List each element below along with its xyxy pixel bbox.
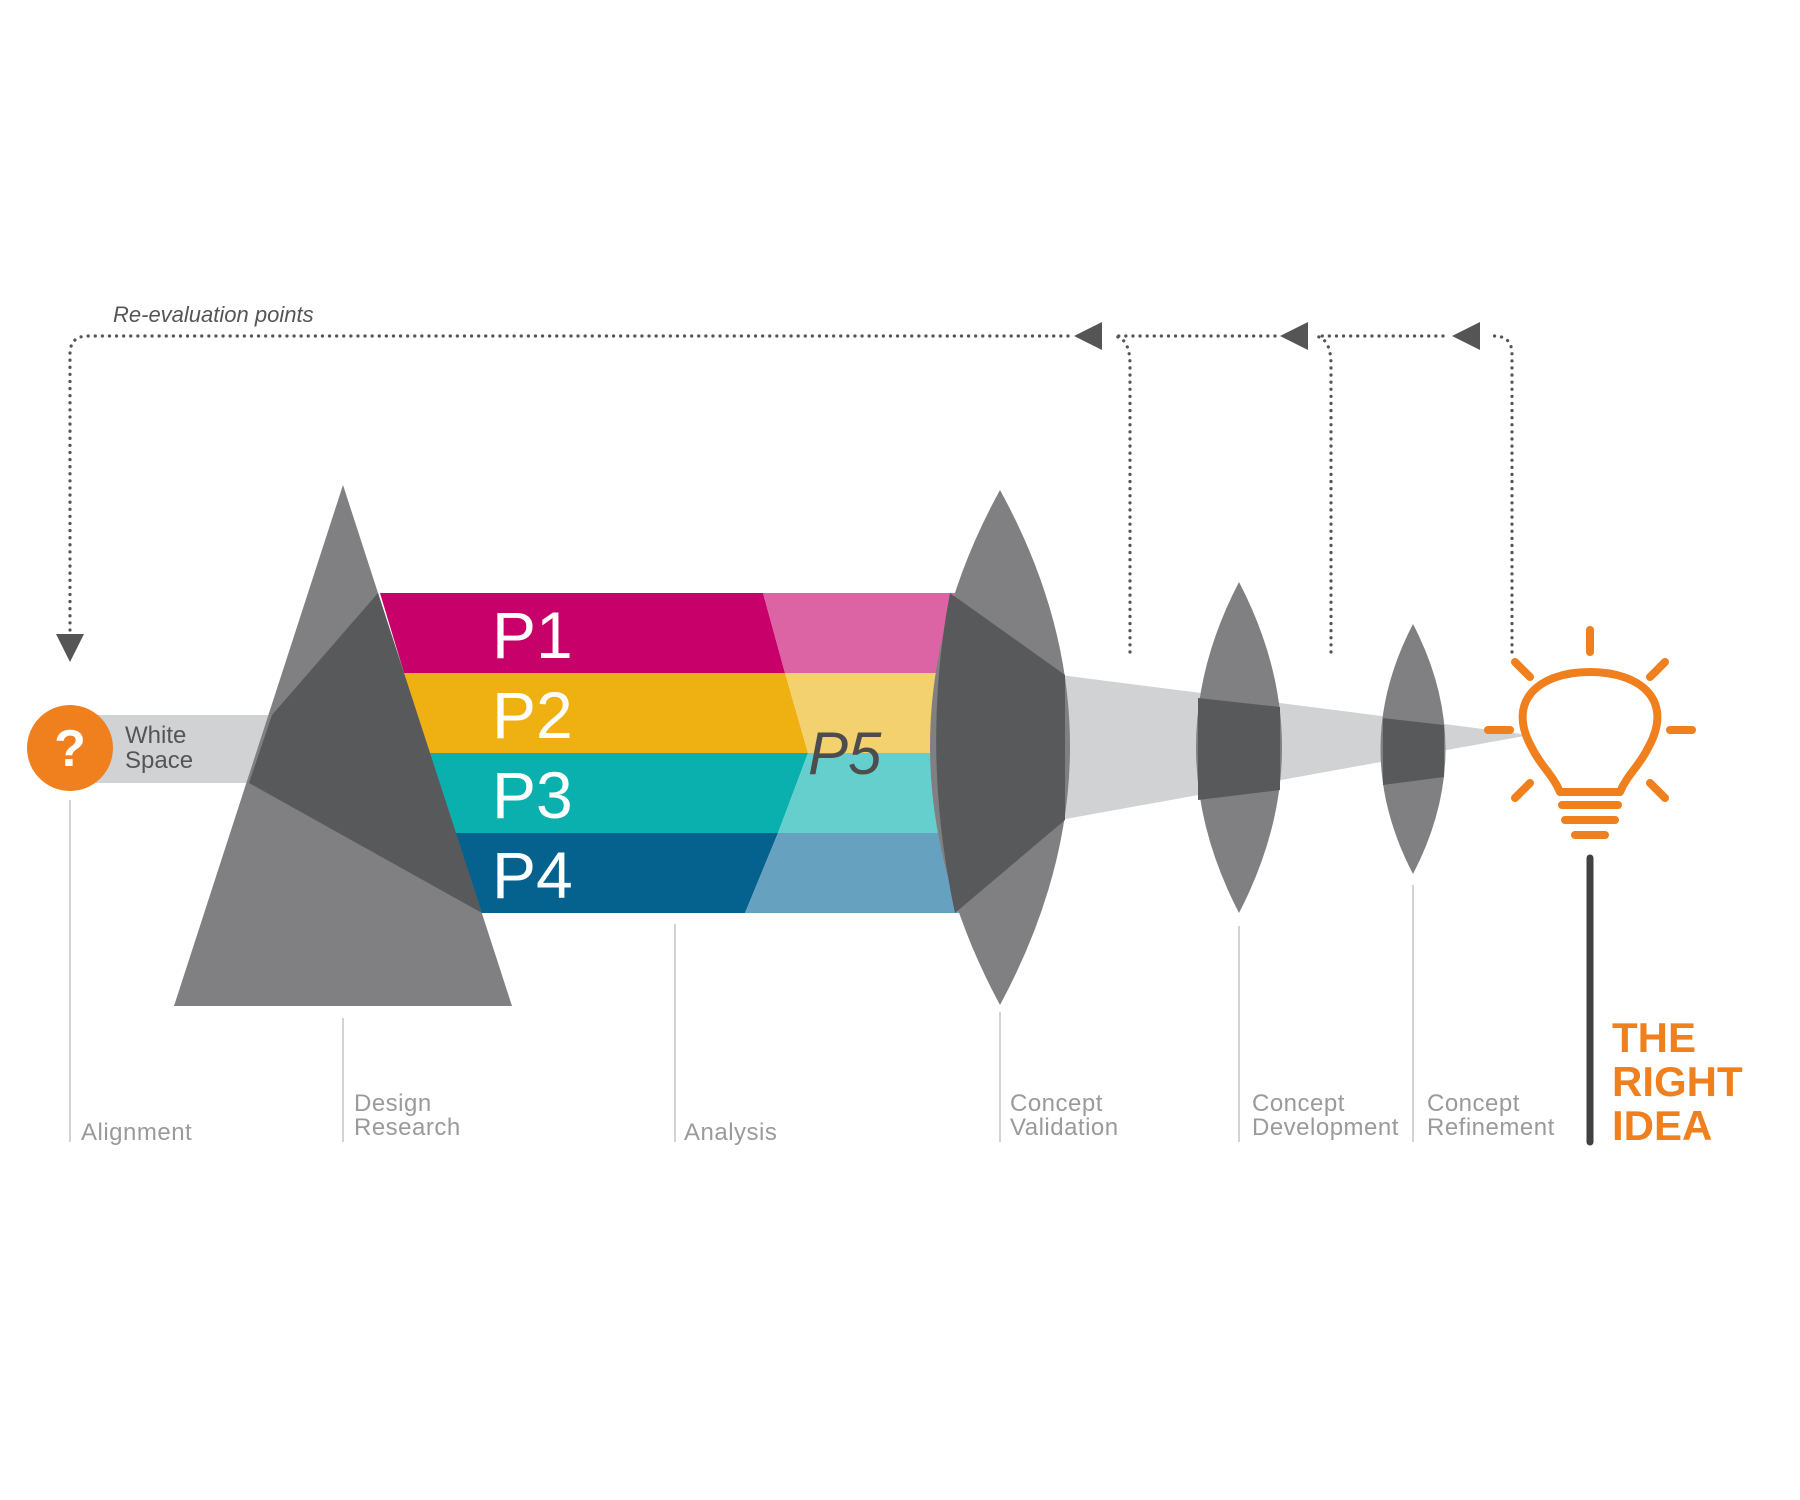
stage-markers (69, 800, 1414, 1142)
reevaluation-line-from-validation (1110, 334, 1132, 654)
band-label-p1: P1 (492, 598, 573, 672)
question-circle (27, 705, 113, 791)
bulb-glass (1518, 668, 1662, 796)
band-p3-light (778, 753, 960, 833)
arrow-down-icon (56, 634, 84, 662)
band-p2-light (785, 673, 960, 753)
converging-beam (1060, 675, 1530, 820)
lens-refinement-overlap (1383, 718, 1444, 785)
band-label-p2: P2 (492, 678, 573, 752)
band-p4-light (745, 833, 960, 913)
stage-label-concept-refinement-line2: Refinement (1427, 1114, 1555, 1141)
arrow-left-icon (1280, 322, 1308, 350)
band-label-p5: P5 (808, 720, 882, 787)
stage-label-alignment: Alignment (81, 1119, 192, 1146)
stage-label-concept-validation-line2: Validation (1010, 1114, 1119, 1141)
band-p4-dark (453, 833, 778, 913)
result-label-line3: IDEA (1612, 1102, 1712, 1149)
bulb-ray (1646, 779, 1669, 802)
bulb-ray (1511, 779, 1534, 802)
band-label-p4: P4 (492, 838, 573, 912)
reevaluation-line-to-alignment (68, 334, 1070, 634)
stage-label-design-research-line2: Research (354, 1114, 461, 1141)
stage-label-concept-development-line2: Development (1252, 1114, 1399, 1141)
stage-label-concept-development-line1: Concept (1252, 1090, 1345, 1117)
reevaluation-line-from-development (1311, 334, 1333, 654)
band-label-p3: P3 (492, 758, 573, 832)
band-p1-light (763, 593, 960, 673)
bulb-ray (1511, 658, 1534, 681)
stage-label-design-research-line1: Design (354, 1090, 432, 1117)
reevaluation-line-from-refinement (1492, 334, 1514, 654)
white-space-label-line1: White (125, 722, 186, 749)
stage-label-analysis: Analysis (684, 1119, 777, 1146)
result-label-line2: RIGHT (1612, 1058, 1743, 1105)
bulb-ray (1646, 658, 1669, 681)
reevaluation-label: Re-evaluation points (113, 302, 314, 327)
arrow-left-icon (1074, 322, 1102, 350)
stage-label-concept-refinement-line1: Concept (1427, 1090, 1520, 1117)
white-space-label-line2: Space (125, 747, 193, 774)
arrow-left-icon (1452, 322, 1480, 350)
spectrum-bands (380, 593, 960, 913)
light-bulb-icon (1484, 626, 1696, 839)
lens-validation-overlap (936, 593, 1065, 913)
band-p3-dark (428, 753, 808, 833)
prism-overlap-shadow (249, 593, 482, 913)
stage-label-concept-validation-line1: Concept (1010, 1090, 1103, 1117)
question-mark-icon: ? (54, 720, 86, 778)
band-p1-dark (380, 593, 785, 673)
reevaluation-feedback (68, 334, 1514, 654)
band-p2-dark (404, 673, 808, 753)
result-label-line1: THE (1612, 1014, 1696, 1061)
lens-development-overlap (1198, 698, 1280, 800)
